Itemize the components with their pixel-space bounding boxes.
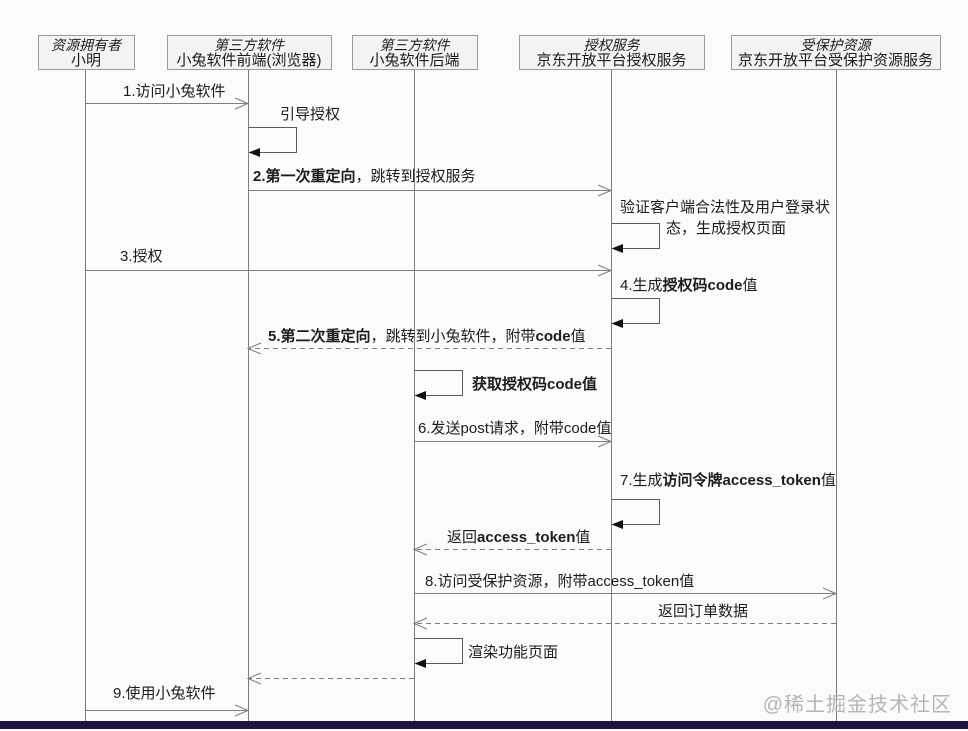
- self-loop: [611, 499, 660, 525]
- actor-box: [38, 35, 135, 70]
- self-loop: [248, 127, 297, 153]
- actor-name: 小兔软件后端: [369, 52, 459, 69]
- actor-role: 资源拥有者: [51, 37, 123, 53]
- open-arrowhead-icon: [412, 543, 428, 556]
- message-label: 6.发送post请求，附带code值: [418, 420, 611, 437]
- actor-role: 受保护资源: [801, 37, 874, 53]
- message-label: 返回订单数据: [658, 603, 748, 620]
- message-label: 8.访问受保护资源，附带access_token值: [425, 573, 694, 590]
- actor-box: [519, 35, 705, 70]
- filled-arrowhead-icon: [414, 391, 426, 400]
- bottom-bar: [0, 721, 968, 729]
- message-label: 1.访问小兔软件: [123, 83, 226, 100]
- actor-name: 小兔软件前端(浏览器): [177, 52, 322, 69]
- open-arrowhead-icon: [412, 617, 428, 630]
- actor-box: [352, 35, 478, 70]
- actor-box: [167, 35, 332, 70]
- filled-arrowhead-icon: [611, 244, 623, 253]
- self-loop: [414, 370, 463, 396]
- self-loop: [611, 223, 660, 249]
- filled-arrowhead-icon: [611, 520, 623, 529]
- message-label: 4.生成授权码code值: [620, 276, 758, 294]
- message-label: 获取授权码code值: [472, 375, 597, 393]
- open-arrowhead-icon: [597, 435, 613, 448]
- message-label: 5.第二次重定向，跳转到小兔软件，附带code值: [268, 327, 586, 345]
- self-loop: [611, 298, 660, 324]
- message-label: 引导授权: [280, 106, 340, 123]
- open-arrowhead-icon: [246, 672, 262, 685]
- actor-name: 小明: [71, 52, 101, 69]
- message-label: 验证客户端合法性及用户登录状: [620, 199, 830, 216]
- filled-arrowhead-icon: [248, 148, 260, 157]
- actor-box: [731, 35, 941, 70]
- open-arrowhead-icon: [597, 264, 613, 277]
- actor-name: 京东开放平台受保护资源服务: [738, 52, 933, 69]
- message-label: 2.第一次重定向，跳转到授权服务: [253, 167, 476, 185]
- message-label: 渲染功能页面: [468, 644, 558, 661]
- open-arrowhead-icon: [246, 342, 262, 355]
- message-label: 7.生成访问令牌access_token值: [620, 471, 836, 489]
- open-arrowhead-icon: [822, 587, 838, 600]
- open-arrowhead-icon: [234, 97, 250, 110]
- actor-role: 授权服务: [584, 37, 641, 53]
- actor-role: 第三方软件: [380, 37, 451, 53]
- actor-name: 京东开放平台授权服务: [536, 52, 686, 69]
- actor-role: 第三方软件: [214, 37, 285, 53]
- message-label: 态，生成授权页面: [666, 220, 786, 237]
- message-label: 9.使用小兔软件: [113, 685, 216, 702]
- message-label: 3.授权: [120, 248, 163, 265]
- filled-arrowhead-icon: [611, 319, 623, 328]
- filled-arrowhead-icon: [414, 659, 426, 668]
- self-loop: [414, 638, 463, 664]
- open-arrowhead-icon: [234, 704, 250, 717]
- message-label: 返回access_token值: [447, 529, 590, 546]
- open-arrowhead-icon: [597, 184, 613, 197]
